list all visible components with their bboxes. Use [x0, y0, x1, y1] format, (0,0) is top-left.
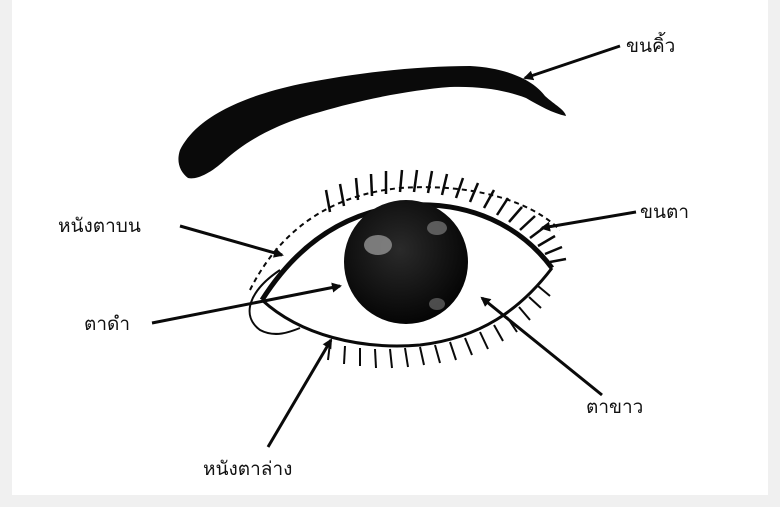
iris-pupil [344, 200, 468, 324]
label-white-of-eye: ตาขาว [586, 396, 643, 418]
iris-highlight-3 [429, 298, 445, 310]
label-eyelashes: ขนตา [640, 201, 689, 223]
iris-highlight-2 [427, 221, 447, 235]
iris-highlight-1 [364, 235, 392, 255]
label-upper-eyelid: หนังตาบน [58, 215, 141, 237]
label-lower-eyelid: หนังตาล่าง [203, 458, 292, 480]
label-pupil: ตาดำ [84, 313, 130, 335]
label-eyebrow: ขนคิ้ว [626, 32, 675, 57]
